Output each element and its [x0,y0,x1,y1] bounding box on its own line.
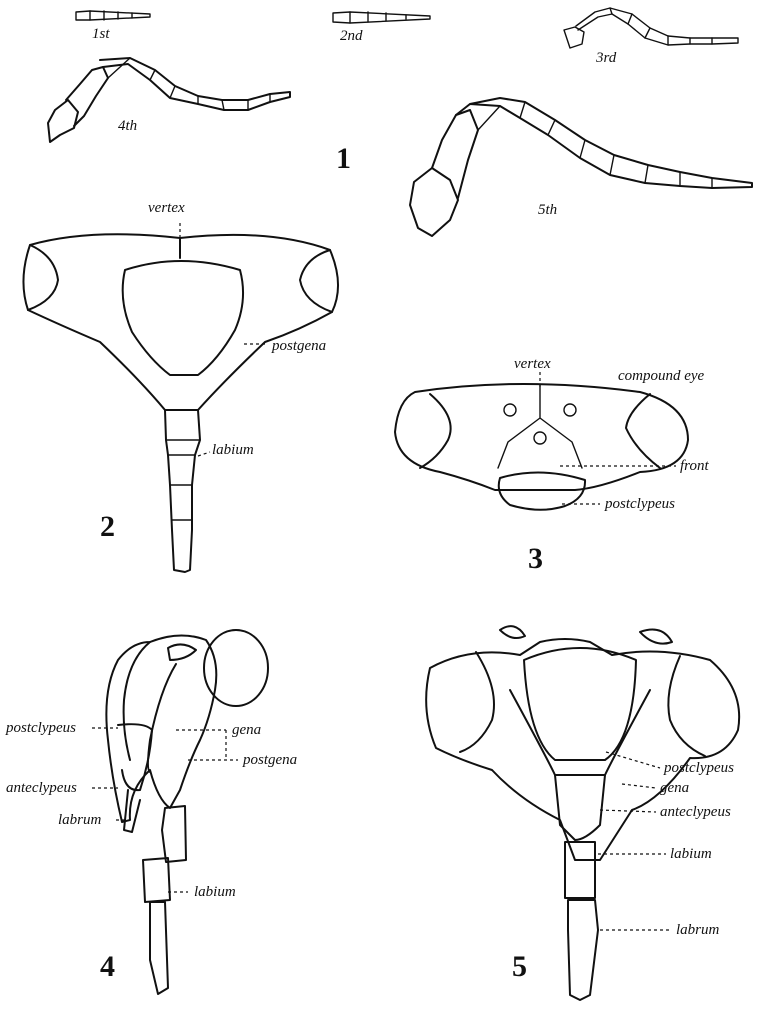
fig4-label-labium: labium [194,884,236,900]
fig3-label-postclypeus: postclypeus [604,496,675,512]
fig5-label-gena: gena [660,780,689,796]
fig3-postclypeus [499,472,585,509]
fig5-label-labrum: labrum [676,922,720,938]
fig4-label-postgena: postgena [242,752,297,768]
fig5-labrum [568,900,598,1000]
fig2-inner-plate [123,261,243,375]
fig5-label-labium: labium [670,846,712,862]
antenna-4th-instar [48,58,290,142]
fig2-compound-eye-right [300,250,332,312]
fig5-labium [565,842,595,898]
fig4-head-outline [106,635,216,822]
label-1st: 1st [92,26,110,42]
fig3-compound-eye-right [626,394,660,468]
fig4-labium [143,806,186,994]
fig3-ocellus-median [534,432,546,444]
fig4-label-gena: gena [232,722,261,738]
fig4-label-labrum: labrum [58,812,102,828]
antenna-3rd-instar [564,8,738,48]
figure-number-2: 2 [100,510,115,543]
fig3-ocellus-left [504,404,516,416]
fig5-label-anteclypeus: anteclypeus [660,804,731,820]
antenna-1st-instar [76,11,150,20]
figure-number-3: 3 [528,542,543,575]
fig4-anteclypeus [118,724,152,790]
fig5-postclypeus [524,648,636,760]
fig4-label-postclypeus: postclypeus [5,720,76,736]
fig5-label-postclypeus: postclypeus [663,760,734,776]
fig5-compound-eye-right [668,656,705,756]
fig5-compound-eye-left [460,652,494,752]
figure-number-4: 4 [100,950,115,983]
fig3-label-compound-eye: compound eye [618,368,705,384]
fig2-label-labium: labium [212,442,254,458]
fig3-label-front: front [680,458,709,474]
antenna-2nd-instar [333,12,430,23]
label-4th: 4th [118,118,137,134]
label-5th: 5th [538,202,557,218]
figure-3-head-frontal: vertex compound eye front postclypeus 3 [395,356,709,575]
fig3-label-vertex: vertex [514,356,551,372]
figure-number-1: 1 [336,142,351,175]
fig4-postclypeus [124,642,150,760]
figure-4-head-lateral: postclypeus gena postgena anteclypeus la… [5,630,297,994]
fig2-rostrum [165,410,200,572]
fig5-anteclypeus [555,775,605,840]
label-3rd: 3rd [595,50,617,66]
fig2-compound-eye-left [28,245,58,310]
fig2-label-postgena: postgena [271,338,326,354]
fig2-label-vertex: vertex [148,200,185,216]
fig3-compound-eye-left [420,394,451,468]
fig3-ocellus-right [564,404,576,416]
figure-number-5: 5 [512,950,527,983]
fig4-label-anteclypeus: anteclypeus [6,780,77,796]
figure-5-head-ventral: postclypeus gena anteclypeus labium labr… [426,626,739,1000]
antenna-5th-instar [410,98,752,236]
figure-2-head-dorsal: vertex postgena labium 2 [23,200,338,572]
label-2nd: 2nd [340,28,363,44]
